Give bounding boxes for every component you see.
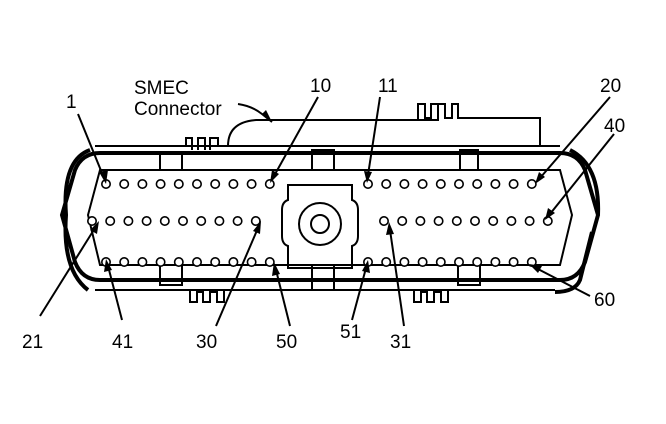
pin-cavity-44 [155,256,166,267]
pin-cavity-5 [173,179,184,190]
pin-cavity-59 [508,256,519,267]
pin-cavity-58 [490,256,501,267]
pin-cavity-20 [526,179,537,190]
pin-cavity-48 [228,256,239,267]
pin-cavity-38 [506,216,517,227]
pin-cavities [87,179,553,267]
label-pin-41: 41 [112,332,133,353]
pin-cavity-50 [264,256,275,267]
title-line-1: SMEC [134,78,189,99]
pin-cavity-40 [542,216,553,227]
pin-cavity-11 [362,179,373,190]
pin-cavity-45 [173,256,184,267]
pin-cavity-27 [196,216,207,227]
pin-cavity-42 [119,256,130,267]
pin-cavity-15 [435,179,446,190]
pin-cavity-52 [381,256,392,267]
pin-cavity-55 [435,256,446,267]
pin-cavity-36 [469,216,480,227]
pin-cavity-46 [192,256,203,267]
arrow-1 [99,170,108,184]
pin-cavity-56 [453,256,464,267]
pin-cavity-19 [508,179,519,190]
pin-cavity-53 [399,256,410,267]
pin-cavity-49 [246,256,257,267]
pin-cavity-22 [105,216,116,227]
pin-cavity-31 [378,216,389,227]
label-pin-30: 30 [196,332,217,353]
pin-cavity-47 [210,256,221,267]
pin-cavity-29 [232,216,243,227]
pin-cavity-2 [119,179,130,190]
pin-cavity-35 [451,216,462,227]
pin-cavity-8 [228,179,239,190]
title-line-2: Connector [134,99,222,120]
pin-cavity-24 [141,216,152,227]
pin-cavity-30 [250,216,261,227]
pin-cavity-33 [415,216,426,227]
pin-cavity-39 [524,216,535,227]
label-pin-21: 21 [22,332,43,353]
label-pin-60: 60 [594,290,615,311]
label-pin-40: 40 [604,116,625,137]
pin-cavity-14 [417,179,428,190]
label-pin-50: 50 [276,332,297,353]
pin-cavity-54 [417,256,428,267]
pin-cavity-4 [155,179,166,190]
label-pin-20: 20 [600,76,621,97]
pin-cavity-37 [488,216,499,227]
pin-cavity-10 [264,179,275,190]
pin-cavity-21 [87,216,98,227]
pin-cavity-25 [159,216,170,227]
pin-cavity-43 [137,256,148,267]
pin-cavity-7 [210,179,221,190]
pin-cavity-12 [381,179,392,190]
pin-cavity-13 [399,179,410,190]
connector-body [59,103,601,303]
pin-cavity-57 [472,256,483,267]
label-pin-31: 31 [390,332,411,353]
pin-cavity-17 [472,179,483,190]
pin-cavity-18 [490,179,501,190]
pin-cavity-26 [178,216,189,227]
pin-cavity-6 [192,179,203,190]
pin-cavity-32 [397,216,408,227]
pin-cavity-3 [137,179,148,190]
label-pin-10: 10 [310,76,331,97]
label-pin-1: 1 [66,92,77,113]
pin-cavity-28 [214,216,225,227]
label-pin-11: 11 [378,76,398,97]
pin-cavity-16 [453,179,464,190]
pin-cavity-23 [123,216,134,227]
leader-lines [39,96,615,327]
label-pin-51: 51 [340,322,361,343]
pin-cavity-9 [246,179,257,190]
pin-cavity-34 [433,216,444,227]
